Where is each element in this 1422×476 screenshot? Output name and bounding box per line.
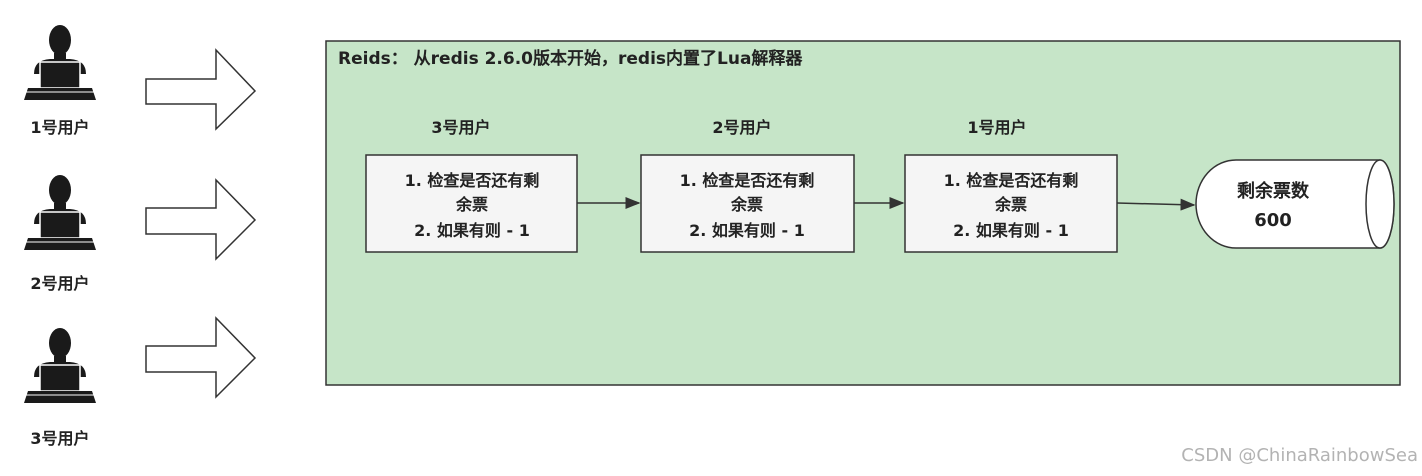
step-decrement: 2. 如果有则 - 1 (689, 221, 805, 240)
user-icon (23, 327, 97, 404)
store-value: 600 (1254, 210, 1292, 231)
step-check: 1. 检查是否还有剩 (944, 171, 1079, 190)
user-label: 2号用户 (30, 274, 89, 293)
step-decrement: 2. 如果有则 - 1 (953, 221, 1069, 240)
queue-user-label: 1号用户 (967, 118, 1026, 137)
flow-arrow (1116, 198, 1196, 211)
process-box: 1. 检查是否还有剩 余票 2. 如果有则 - 1 (904, 154, 1118, 253)
watermark: CSDN @ChinaRainbowSea (1181, 445, 1418, 466)
process-box: 1. 检查是否还有剩 余票 2. 如果有则 - 1 (365, 154, 578, 253)
hollow-arrow-icon (145, 178, 257, 261)
step-decrement: 2. 如果有则 - 1 (414, 221, 530, 240)
user-icon (23, 174, 97, 251)
store-label: 剩余票数 (1237, 180, 1310, 202)
step-check: 1. 检查是否还有剩 (680, 171, 815, 190)
process-box: 1. 检查是否还有剩 余票 2. 如果有则 - 1 (640, 154, 855, 253)
hollow-arrow-icon (145, 316, 257, 399)
step-check: 1. 检查是否还有剩 (405, 171, 540, 190)
user-label: 3号用户 (30, 429, 89, 448)
user-2: 2号用户 (23, 174, 97, 293)
queue-user-label: 2号用户 (712, 118, 771, 137)
user-label: 1号用户 (30, 118, 89, 137)
queue-user-label: 3号用户 (431, 118, 490, 137)
step-check-cont: 余票 (730, 195, 763, 214)
panel-title: Reids： 从redis 2.6.0版本开始，redis内置了Lua解释器 (338, 48, 803, 69)
step-check-cont: 余票 (455, 195, 488, 214)
user-3: 3号用户 (23, 327, 97, 448)
ticket-store-cylinder: 剩余票数 600 (1195, 159, 1395, 249)
user-icon (23, 24, 97, 101)
hollow-arrow-icon (145, 48, 257, 131)
step-check-cont: 余票 (994, 195, 1027, 214)
user-1: 1号用户 (23, 24, 97, 137)
